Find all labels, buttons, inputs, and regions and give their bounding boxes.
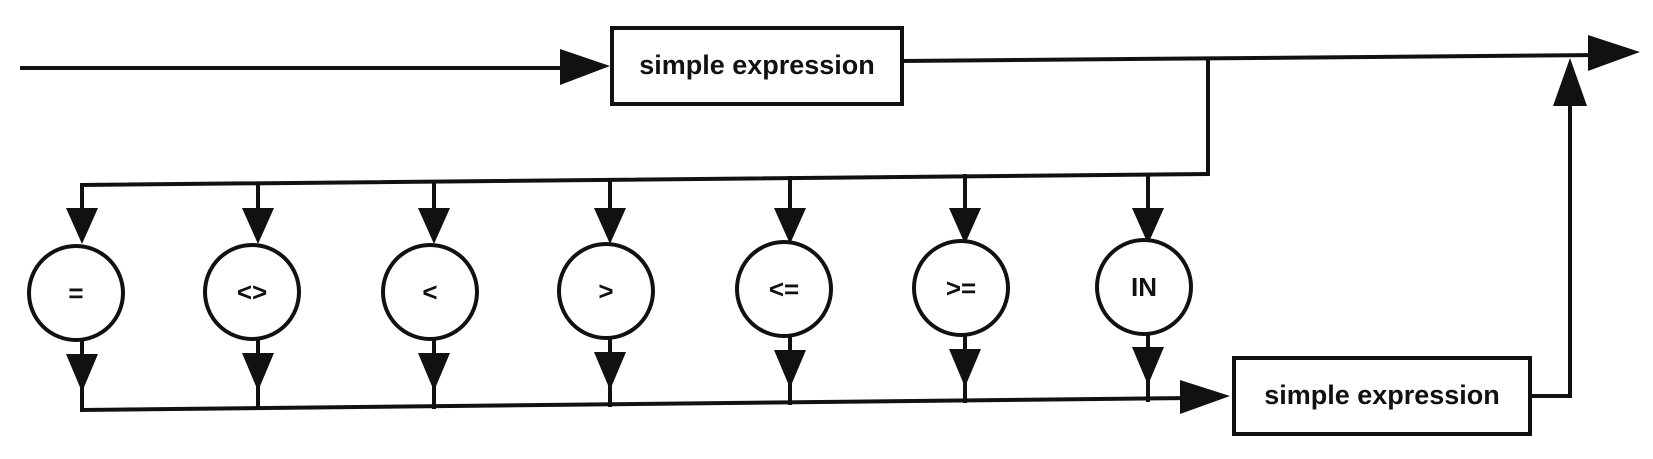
operator-label-greater-equal: >= (946, 273, 976, 303)
operator-label-in: IN (1131, 272, 1157, 302)
top-exit-line (899, 52, 1603, 64)
exit-arrowhead (1588, 35, 1640, 71)
bottom-simple-expression-box (1232, 356, 1532, 436)
operator-label-less: < (422, 277, 437, 307)
bottom-box-arrowhead (1180, 380, 1230, 414)
operator-label-greater: > (598, 276, 613, 306)
operator-node-less-equal: <= (735, 240, 833, 338)
entry-arrowhead (560, 49, 610, 85)
operator-label-less-equal: <= (769, 274, 799, 304)
operator-top-bus (79, 171, 1211, 188)
operator-node-equal: = (27, 244, 125, 342)
operator-bottom-bus (79, 395, 1193, 413)
return-up-arrowhead (1553, 58, 1587, 106)
operator-node-less: < (381, 243, 479, 341)
operator-node-greater-equal: >= (912, 239, 1010, 337)
operator-node-in: IN (1095, 238, 1193, 336)
top-simple-expression-box (610, 26, 904, 106)
operator-label-not-equal: <> (237, 277, 267, 307)
operator-bottom-drops (66, 332, 1164, 412)
operator-top-drops (66, 173, 1164, 244)
operator-node-greater: > (557, 242, 655, 340)
bottom-simple-expression-label: simple expression (1264, 380, 1500, 410)
operator-label-equal: = (68, 278, 83, 308)
top-simple-expression-label: simple expression (639, 50, 875, 80)
operator-node-not-equal: <> (203, 243, 301, 341)
